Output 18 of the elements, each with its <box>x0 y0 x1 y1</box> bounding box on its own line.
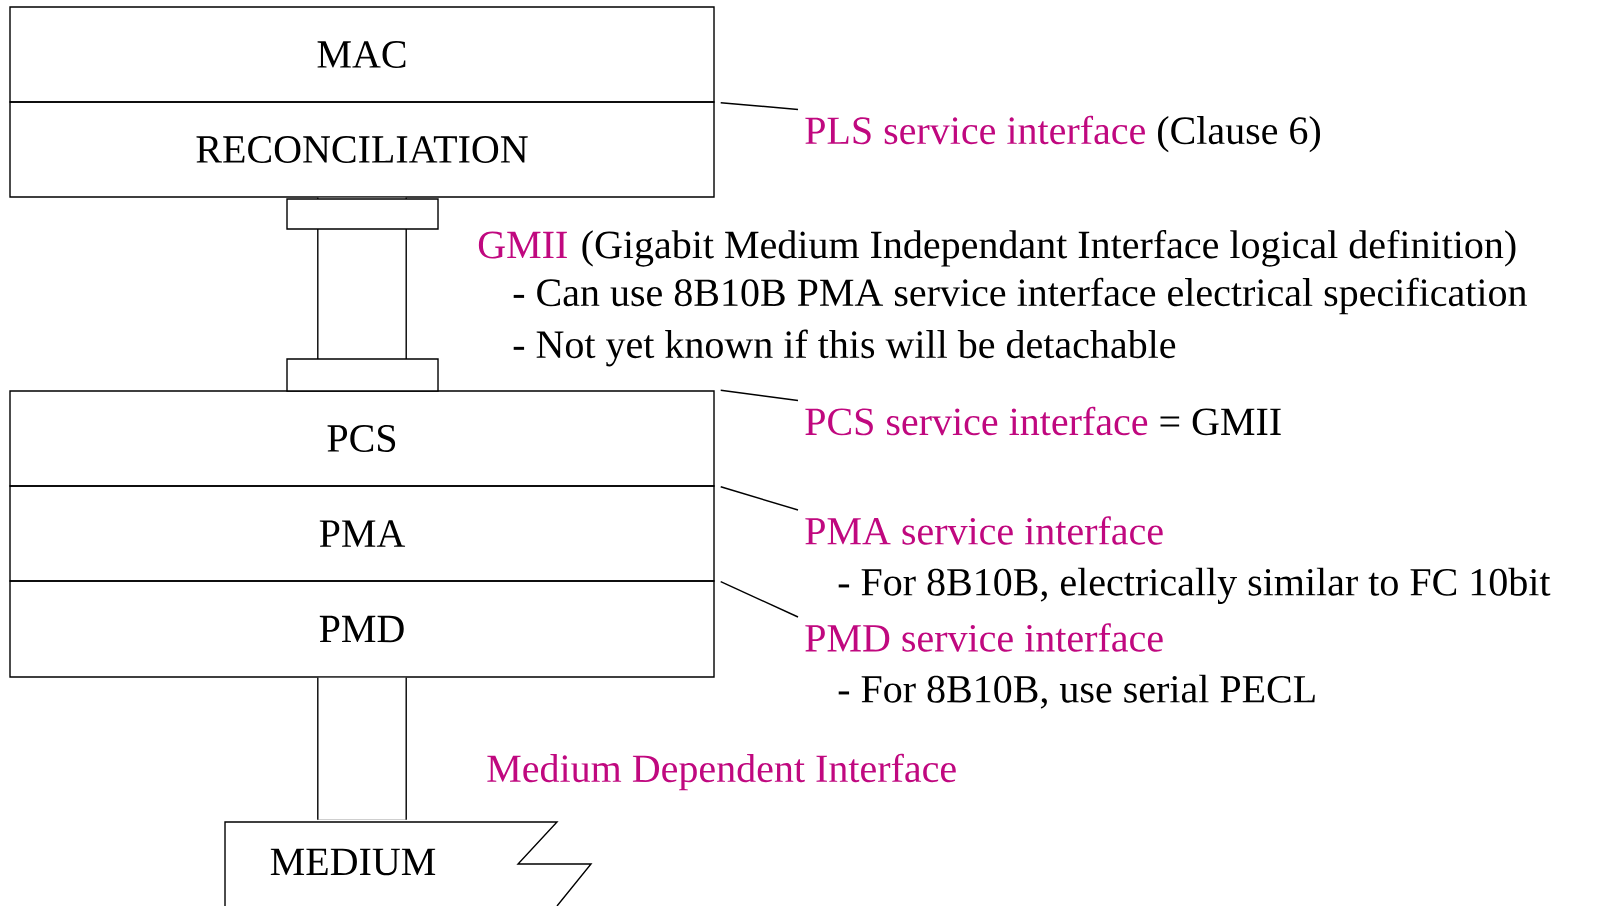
interface-label: PMD service interface - For 8B10B, use serial PECL <box>805 623 1315 709</box>
interface-label: PLS service interface (Clause 6) <box>805 115 1320 153</box>
leader-line <box>720 486 799 511</box>
interface-label: PCS service interface = GMII <box>805 406 1281 436</box>
interface-label: PMA service interface - For 8B10B, electrically similar to FC 10bit <box>805 516 1551 604</box>
interface-note: - Not yet known if this will be detachable <box>513 329 1176 367</box>
leader-line <box>720 102 799 111</box>
protocol-layer-box: PMA <box>9 485 715 582</box>
protocol-layer-box: PCS <box>9 390 715 487</box>
leader-line <box>720 581 799 618</box>
interface-note: (Gigabit Medium Independant Interface logical definition) <box>582 229 1516 267</box>
protocol-layer-box: RECONCILIATION <box>9 101 715 198</box>
protocol-layer-box: MAC <box>9 6 715 103</box>
protocol-layer-box: PMD <box>9 580 715 678</box>
interface-connector <box>317 677 407 820</box>
leader-line <box>720 389 799 402</box>
interface-note: - Can use 8B10B PMA service interface electrical specification <box>513 277 1527 315</box>
interface-name: Medium Dependent Interface <box>487 753 956 791</box>
